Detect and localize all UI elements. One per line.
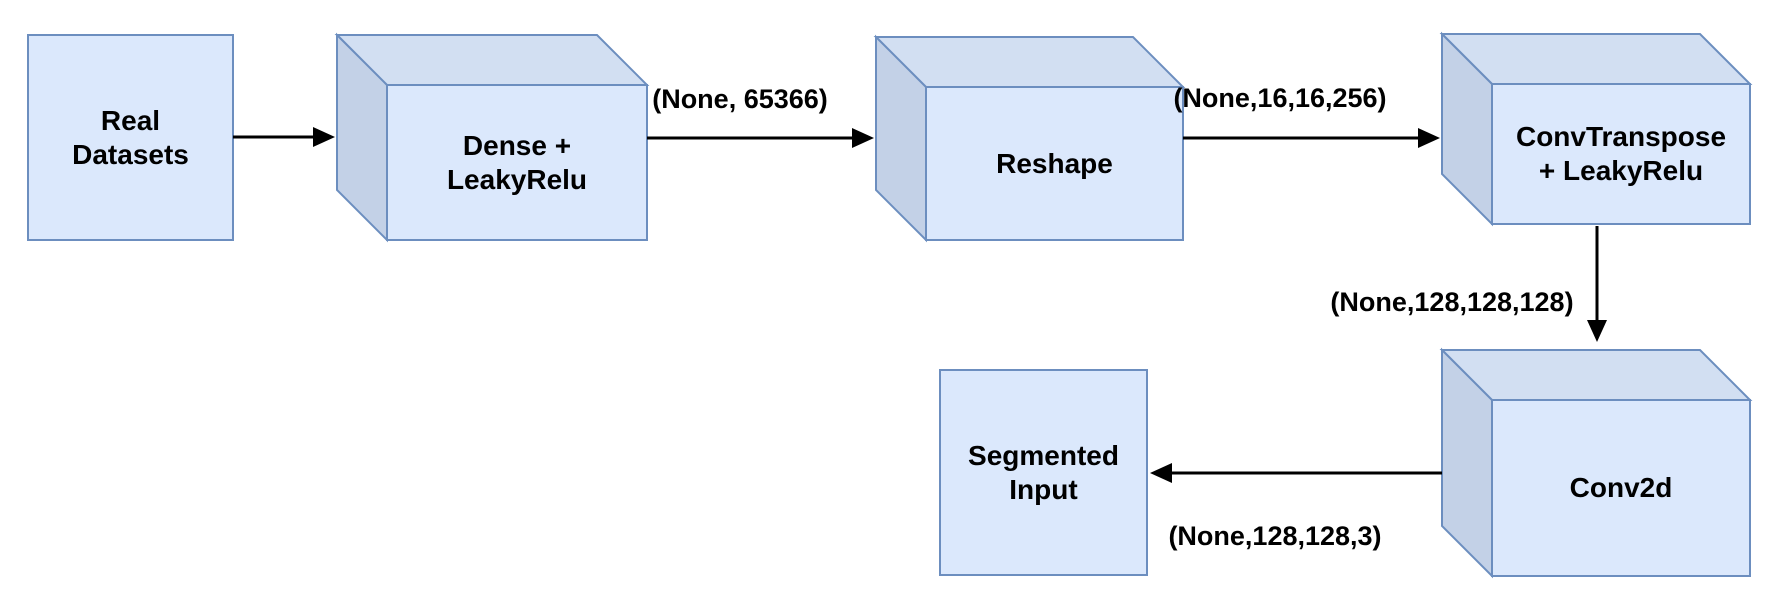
dense-cube-front-face [386,84,648,241]
conv2d-label-line1: Conv2d [1569,472,1673,503]
edge-real-datasets-to-dense-arrowhead-icon [313,127,335,147]
edge-convtranspose-to-conv2d [1587,226,1607,342]
segmented-input-label-line1: Segmented [968,439,1119,471]
dense-cube-top-face [334,34,650,86]
convtranspose-label-line1: ConvTranspose [1515,121,1727,152]
reshape-cube [873,34,1186,243]
node-label-conv2d: Conv2d [1492,400,1750,576]
dense-label-line2: LeakyRelu [446,163,588,195]
conv2d-cube-front-face [1491,399,1751,577]
real-datasets-box [27,34,234,241]
dense-label-line1: Dense + [462,129,572,161]
reshape-cube-top-face [873,36,1186,88]
edge-dense-to-reshape-arrowhead-icon [852,128,874,148]
convtranspose-cube-top-face [1439,33,1753,85]
edge-reshape-to-convtranspose-arrowhead-icon [1418,128,1440,148]
reshape-cube-front-face [925,86,1184,241]
edge-label-conv2d-to-segmented-input: (None,128,128,3) [1168,521,1382,551]
node-label-reshape: Reshape [926,87,1183,240]
edge-label-convtranspose-to-conv2d: (None,128,128,128) [1330,287,1574,317]
segmented-input-box [939,369,1148,576]
reshape-label-line1: Reshape [996,147,1113,179]
dense-cube [334,32,650,243]
real-datasets-label-line1: Real [100,104,161,136]
node-label-real-datasets: Real Datasets [28,35,233,240]
node-label-convtranspose: ConvTranspose + LeakyRelu [1492,84,1750,224]
edge-conv2d-to-segmented-input [1150,463,1442,483]
real-datasets-label-line2: Datasets [72,138,189,170]
node-label-dense: Dense + LeakyRelu [387,85,647,240]
segmented-input-label-line2: Input [1009,473,1078,505]
convtranspose-cube-front-face [1491,83,1751,225]
convtranspose-label-line2: + LeakyRelu [1538,155,1704,186]
conv2d-cube [1439,347,1753,579]
node-label-segmented-input: Segmented Input [940,370,1147,575]
edge-conv2d-to-segmented-input-arrowhead-icon [1150,463,1172,483]
edge-reshape-to-convtranspose [1183,128,1440,148]
edge-real-datasets-to-dense [233,127,335,147]
convtranspose-cube [1439,31,1753,227]
edge-dense-to-reshape [647,128,874,148]
edge-label-reshape-to-convtranspose: (None,16,16,256) [1173,83,1387,113]
conv2d-cube-top-face [1439,349,1753,401]
edge-label-dense-to-reshape: (None, 65366) [652,84,828,114]
edge-convtranspose-to-conv2d-arrowhead-icon [1587,320,1607,342]
